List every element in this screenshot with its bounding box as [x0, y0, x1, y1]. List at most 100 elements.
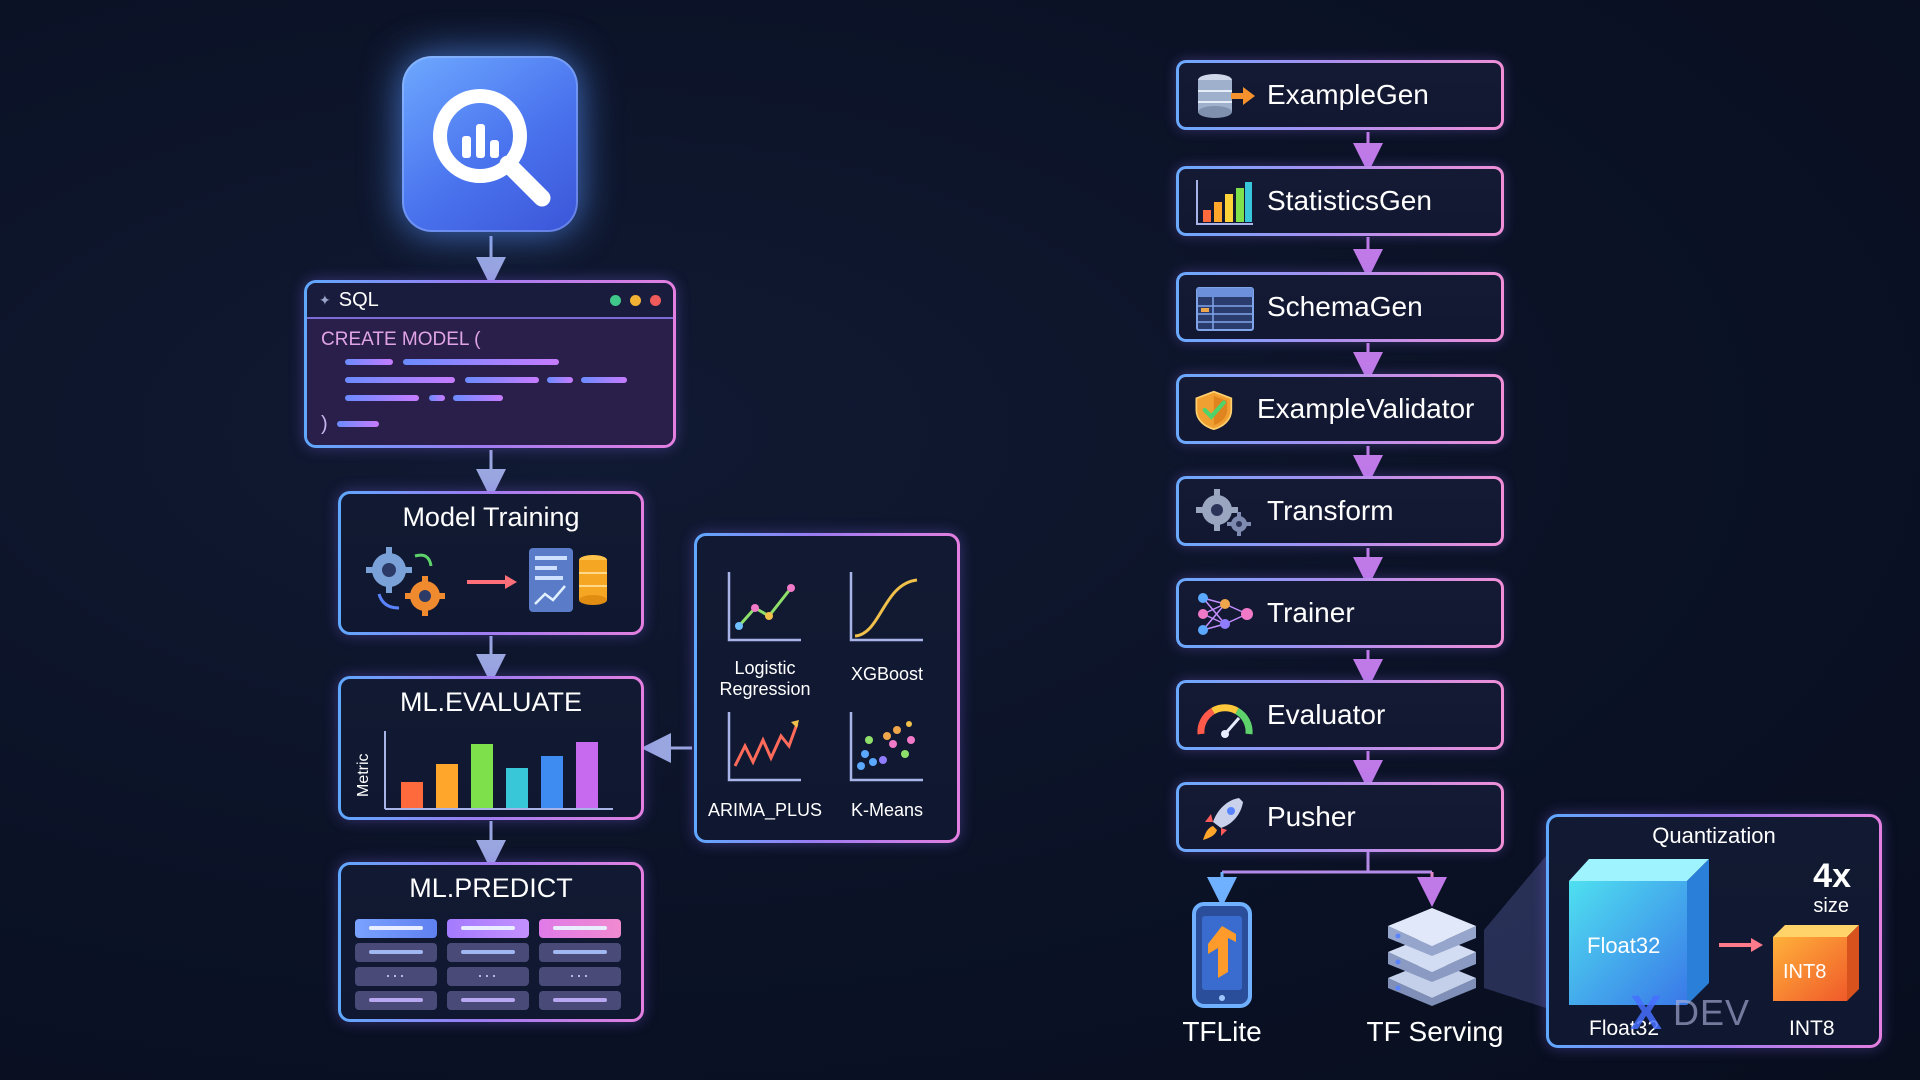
shield-check-icon — [1195, 390, 1233, 431]
code-placeholder-line — [581, 377, 627, 383]
sql-code-open: CREATE MODEL ( — [321, 329, 481, 350]
quantization-callout — [1484, 856, 1546, 1008]
prediction-line — [553, 950, 607, 954]
report-database-icon — [529, 548, 607, 612]
prediction-line — [553, 998, 607, 1002]
window-dot-green-icon — [610, 294, 621, 306]
gears-icon — [1196, 489, 1251, 536]
prediction-line — [461, 998, 515, 1002]
database-arrow-icon — [1198, 74, 1255, 118]
deploy-label-tflite: TFLite — [1182, 1016, 1262, 1047]
sql-code-close: ) — [321, 413, 328, 435]
code-placeholder-line — [465, 377, 539, 383]
prediction-line — [461, 950, 515, 954]
prediction-line — [553, 926, 607, 930]
model-label-arima-plus: ARIMA_PLUS — [707, 800, 823, 820]
pipeline-step-examplegen: ExampleGen — [1176, 60, 1504, 130]
prediction-line — [369, 926, 423, 930]
size-ratio-value: 4x — [1813, 857, 1851, 895]
prediction-cell — [447, 919, 529, 938]
pipeline-label-schemagen: SchemaGen — [1267, 291, 1423, 322]
int8-face-label: INT8 — [1783, 961, 1827, 983]
neural-network-icon — [1198, 593, 1253, 635]
table-schema-icon — [1196, 287, 1254, 331]
metric-bar — [401, 782, 423, 808]
prediction-cell — [447, 943, 529, 962]
prediction-line — [461, 926, 515, 930]
int8-cube-icon — [1773, 925, 1859, 1001]
window-dot-red-icon — [650, 294, 661, 306]
prediction-cell — [355, 991, 437, 1010]
ml-predict-box: ML.PREDICT ......... — [338, 862, 644, 1022]
scatter-clusters-icon — [849, 712, 923, 782]
code-placeholder-line — [403, 359, 559, 365]
code-placeholder-line — [453, 395, 503, 401]
bar-chart-icon — [1196, 180, 1253, 225]
ml-evaluate-title: ML.EVALUATE — [399, 687, 583, 717]
training-illustration — [366, 547, 607, 616]
bigquery-icon — [402, 56, 578, 232]
arrow-right-icon — [1719, 938, 1763, 952]
window-controls — [610, 294, 661, 306]
pipeline-step-trainer: Trainer — [1176, 578, 1504, 648]
ml-predict-title: ML.PREDICT — [409, 873, 573, 903]
model-training-box: Model Training — [338, 491, 644, 635]
metric-bar — [506, 768, 528, 808]
sql-editor-titlebar: ✦ SQL — [307, 283, 673, 319]
metric-bar — [436, 764, 458, 808]
prediction-cell — [539, 943, 621, 962]
sparkle-icon: ✦ — [319, 291, 331, 308]
sql-editor: ✦ SQL CREATE MODEL ( ) — [304, 280, 676, 448]
code-placeholder-line — [337, 421, 379, 427]
sql-code-area: CREATE MODEL ( ) — [307, 319, 673, 445]
pipeline-label-statisticsgen: StatisticsGen — [1267, 185, 1432, 216]
metric-bar — [541, 756, 563, 808]
gauge-icon — [1197, 704, 1253, 738]
pipeline-step-evaluator: Evaluator — [1176, 680, 1504, 750]
server-stack-icon — [1388, 908, 1476, 1006]
rocket-icon — [1203, 798, 1243, 840]
prediction-cell — [539, 919, 621, 938]
metric-bar — [576, 742, 598, 808]
watermark-logo: X — [1630, 987, 1664, 1040]
float32-caption: Float32 — [1589, 1017, 1660, 1040]
pipeline-label-examplegen: ExampleGen — [1267, 79, 1429, 110]
deploy-label-tf-serving: TF Serving — [1366, 1016, 1504, 1047]
prediction-line — [369, 950, 423, 954]
metric-axis-label: Metric — [355, 753, 372, 797]
fork-pusher — [1222, 852, 1432, 874]
pipeline-label-trainer: Trainer — [1267, 597, 1355, 628]
code-placeholder-line — [345, 395, 419, 401]
model-label-k-means: K-Means — [850, 800, 924, 820]
code-placeholder-line — [345, 377, 455, 383]
prediction-ellipsis: ... — [569, 961, 591, 981]
float32-face-label: Float32 — [1587, 933, 1661, 958]
model-types-panel: Logistic Regression XGBoost ARIMA_PLUS K… — [694, 533, 960, 843]
quantization-title: Quantization — [1652, 823, 1776, 848]
zigzag-chart-icon — [727, 712, 801, 782]
watermark-text: DEV — [1673, 992, 1751, 1033]
prediction-ellipsis: ... — [477, 961, 499, 981]
gears-icon — [366, 547, 445, 616]
line-chart-icon — [727, 572, 801, 642]
prediction-cell: ... — [539, 961, 621, 986]
code-placeholder-line — [547, 377, 573, 383]
pipeline-step-pusher: Pusher — [1176, 782, 1504, 852]
prediction-cell: ... — [447, 961, 529, 986]
prediction-cell — [355, 919, 437, 938]
curve-chart-icon — [849, 572, 923, 642]
prediction-line — [369, 998, 423, 1002]
pipeline-label-examplevalidator: ExampleValidator — [1257, 393, 1475, 424]
pipeline-label-evaluator: Evaluator — [1267, 699, 1386, 730]
model-label-xgboost: XGBoost — [850, 664, 924, 684]
pipeline-step-statisticsgen: StatisticsGen — [1176, 166, 1504, 236]
pipeline-label-pusher: Pusher — [1267, 801, 1356, 832]
sql-tab-label: SQL — [338, 288, 379, 311]
pipeline-label-transform: Transform — [1267, 495, 1394, 526]
phone-tensorflow-icon — [1192, 902, 1252, 1008]
code-placeholder-line — [345, 359, 393, 365]
metric-bar-chart — [384, 731, 613, 810]
model-training-title: Model Training — [402, 502, 580, 532]
pipeline-step-transform: Transform — [1176, 476, 1504, 546]
